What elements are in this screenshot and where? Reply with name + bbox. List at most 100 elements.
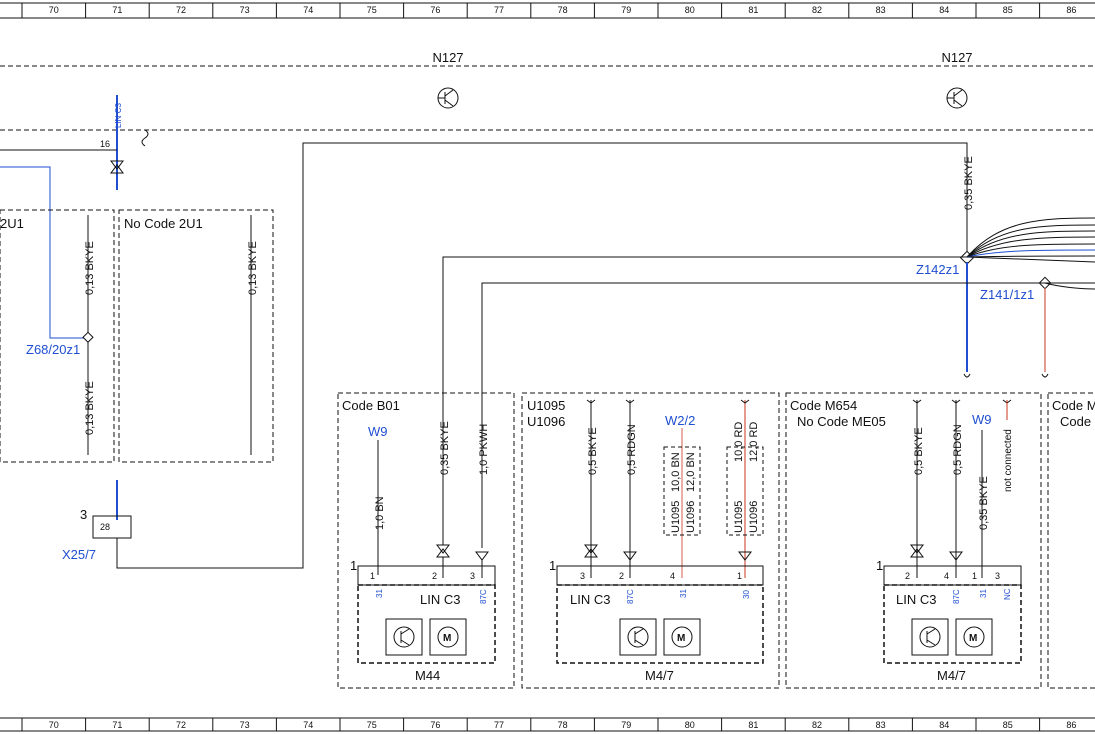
no-code-2u1-label: No Code 2U1	[124, 216, 203, 231]
pin-16: 16	[100, 139, 110, 149]
code-m654-label: Code M654	[790, 398, 857, 413]
pin-function: NC	[1003, 588, 1012, 600]
pin-2: 2	[905, 571, 910, 581]
ruler-number: 78	[558, 720, 568, 730]
connector-icon	[949, 551, 963, 561]
ruler-number: 81	[748, 5, 758, 15]
pin-function: 87C	[626, 589, 635, 604]
ruler-number: 81	[748, 720, 758, 730]
wire-label: 0,35 BKYE	[439, 421, 451, 475]
box-no-code-2u1	[118, 209, 274, 463]
lin-c3-tag: LIN C3	[114, 103, 123, 128]
ruler-number: 83	[876, 720, 886, 730]
ruler-number: 78	[558, 5, 568, 15]
pin-1: 1	[350, 558, 357, 573]
ruler-number: 82	[812, 5, 822, 15]
pin-1: 1	[972, 571, 977, 581]
ruler-number: 70	[49, 720, 59, 730]
pin-4: 4	[944, 571, 949, 581]
box-u1095	[521, 392, 780, 689]
motor-icon: M	[429, 618, 467, 656]
ground-w9: W9	[972, 412, 992, 427]
ruler-number: 76	[430, 720, 440, 730]
box-code-right	[1047, 392, 1095, 689]
pin-2: 2	[432, 571, 437, 581]
transistor-icon	[437, 87, 459, 109]
lin-c3-label: LIN C3	[896, 592, 936, 607]
ruler-number: 79	[621, 720, 631, 730]
motor-icon: M	[955, 618, 993, 656]
ruler-number: 74	[303, 5, 313, 15]
ruler-number: 82	[812, 720, 822, 730]
pin-2: 2	[619, 571, 624, 581]
wire-label: 0,5 RDGN	[952, 424, 964, 475]
ground-w2-2: W2/2	[665, 413, 695, 428]
transistor-icon	[911, 618, 949, 656]
splice-fan	[966, 217, 1095, 263]
wire-label: 0,13 BKYE	[84, 381, 96, 435]
code-2u1-label: 2U1	[0, 216, 24, 231]
ruler-number: 85	[1003, 5, 1013, 15]
variant-label: U1096	[685, 501, 697, 533]
ruler-number: 86	[1066, 5, 1076, 15]
code-u1095-label: U1095	[527, 398, 565, 413]
wire-label: 0,35 BKYE	[978, 476, 990, 530]
motor-icon: M	[663, 618, 701, 656]
pin-function: 87C	[952, 589, 961, 604]
splice-node	[82, 331, 94, 343]
wire-label: 0,13 BKYE	[247, 241, 259, 295]
pin-28: 28	[100, 522, 110, 532]
transistor-icon	[385, 618, 423, 656]
pin-function: 30	[742, 590, 751, 599]
wire-label: 0,13 BKYE	[84, 241, 96, 295]
variant-label: U1095	[733, 501, 745, 533]
ruler-number: 80	[685, 720, 695, 730]
svg-text:M: M	[677, 633, 685, 644]
ruler-number: 86	[1066, 720, 1076, 730]
m47a-module	[556, 584, 764, 664]
ruler-number: 76	[430, 5, 440, 15]
module-m47: M4/7	[645, 668, 674, 683]
not-connected-note: not connected	[1003, 429, 1014, 492]
ruler-number: 71	[112, 5, 122, 15]
lin-c3-label: LIN C3	[570, 592, 610, 607]
module-label-n127-left: N127	[432, 50, 463, 65]
wire-label: 1,0 PKWH	[478, 424, 490, 475]
connector-icon	[738, 551, 752, 561]
wire-label: 0,5 BKYE	[587, 427, 599, 475]
wire-variant-box	[663, 446, 701, 536]
m47b-module	[883, 584, 1022, 664]
pin-3: 3	[995, 571, 1000, 581]
box-2u1	[0, 209, 115, 463]
wire-label: 0,5 BKYE	[913, 427, 925, 475]
wire-to-m44-pin3	[481, 282, 1045, 548]
svg-text:M: M	[443, 633, 451, 644]
svg-text:M: M	[969, 633, 977, 644]
ruler-number: 73	[240, 720, 250, 730]
fuse-icon	[436, 544, 450, 558]
pin-3: 3	[580, 571, 585, 581]
wire-label: 0,5 RDGN	[626, 424, 638, 475]
wire-main-loop	[116, 142, 968, 569]
wire-label: 12,0 BN	[685, 452, 697, 492]
code-label: Code	[1060, 414, 1091, 429]
pin-4: 4	[670, 571, 675, 581]
ruler-number: 80	[685, 5, 695, 15]
ruler-number: 75	[367, 720, 377, 730]
box-code-m654	[785, 392, 1042, 689]
pin-function: 31	[375, 589, 384, 598]
ruler-number: 84	[939, 5, 949, 15]
connector-x25-7	[92, 515, 132, 539]
ruler-number: 72	[176, 720, 186, 730]
no-code-me05-label: No Code ME05	[797, 414, 886, 429]
ruler-number: 72	[176, 5, 186, 15]
connector-icon	[623, 551, 637, 561]
pin-1: 1	[737, 571, 742, 581]
ruler-number: 79	[621, 5, 631, 15]
box-code-b01	[337, 392, 515, 689]
wire-label: 10,0 BN	[670, 452, 682, 492]
ruler-number: 77	[494, 5, 504, 15]
transistor-icon	[946, 87, 968, 109]
pin-function: 31	[679, 589, 688, 598]
